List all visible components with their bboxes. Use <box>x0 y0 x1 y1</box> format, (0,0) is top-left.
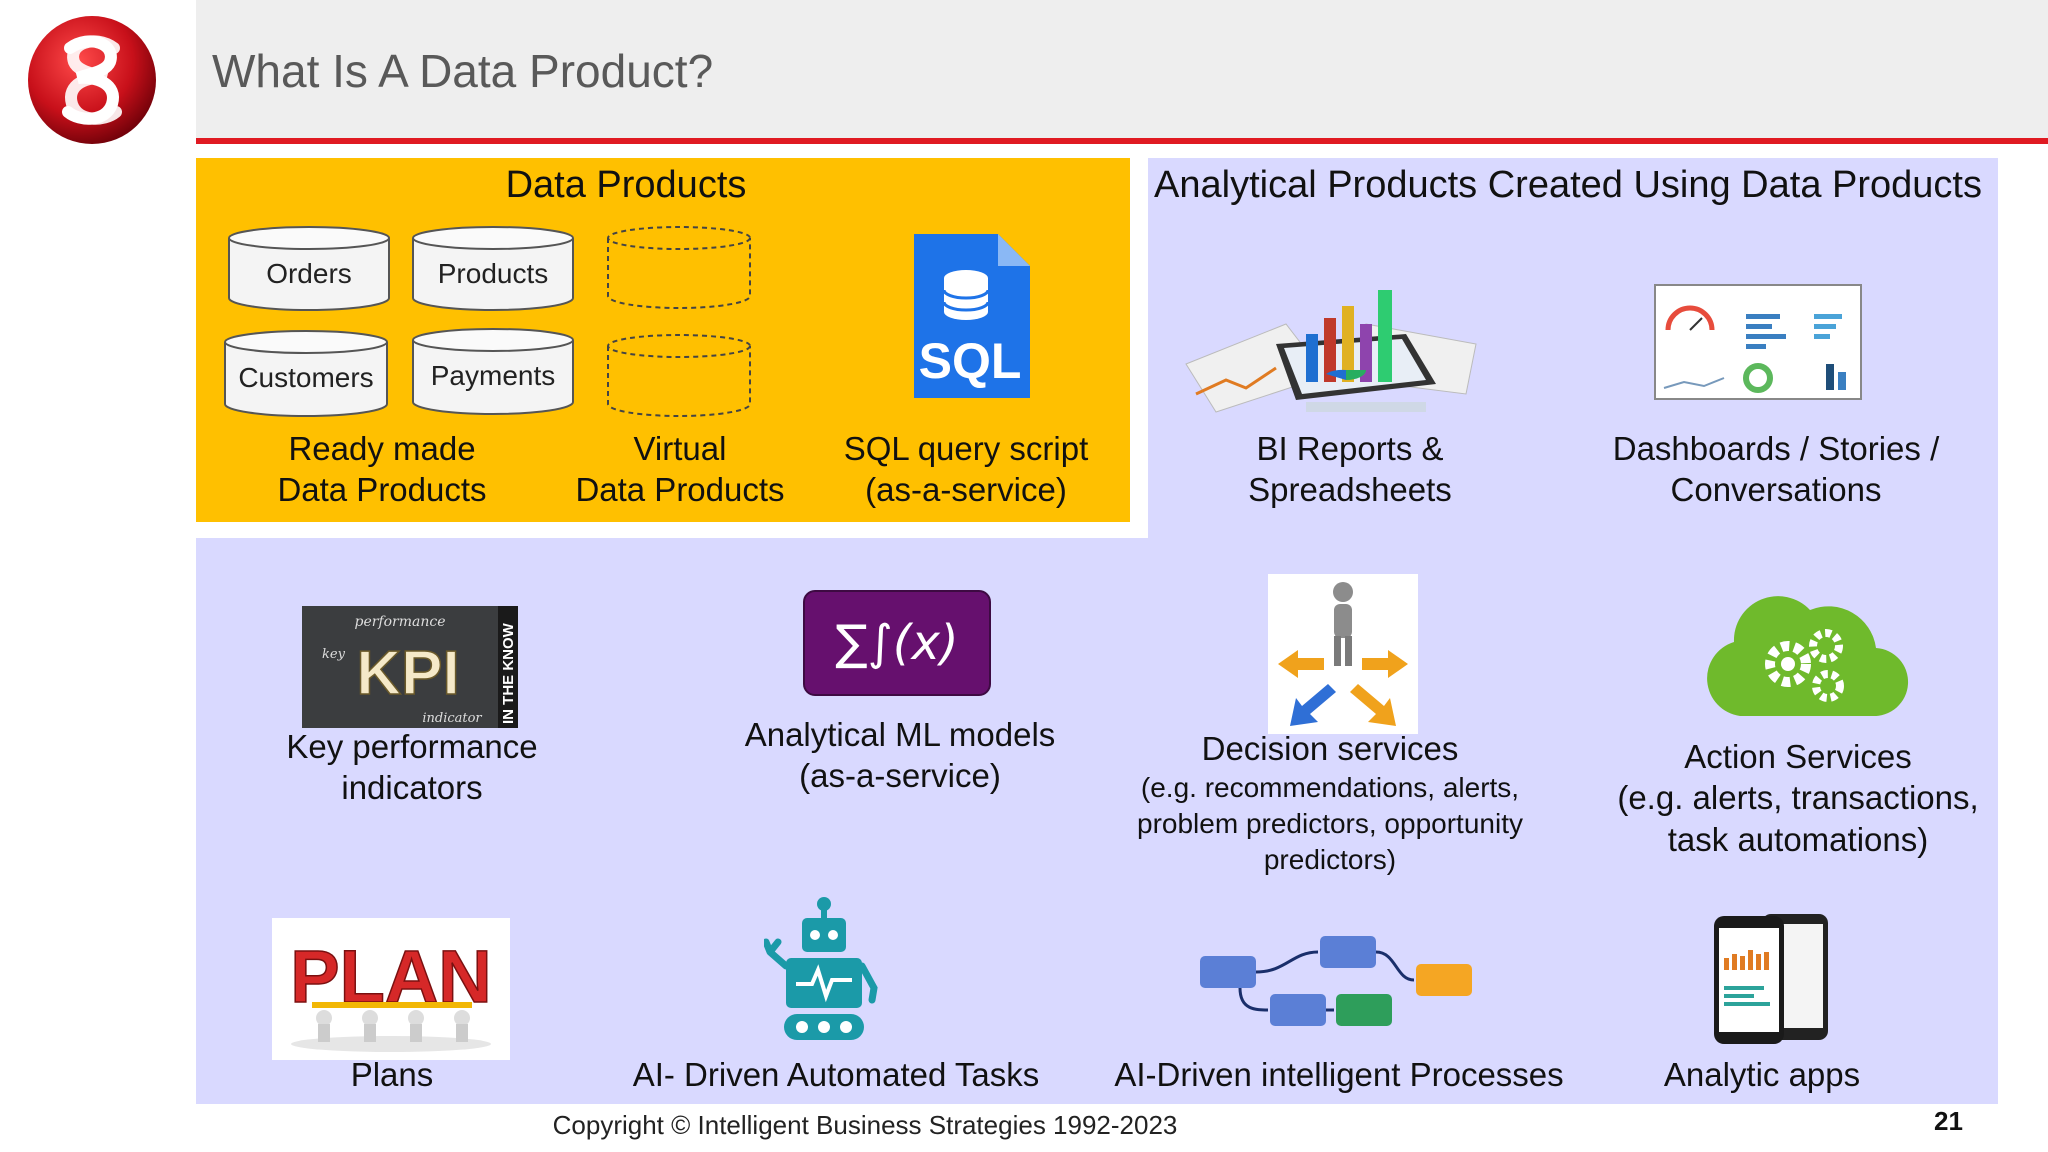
decision-caption: Decision services <box>1100 728 1560 769</box>
header-bar <box>196 0 2048 140</box>
action-line3: task automations) <box>1667 820 1929 858</box>
apps-caption: Analytic apps <box>1663 1056 1861 1093</box>
dashboards-line2: Conversations <box>1670 471 1882 509</box>
action-caption: Action Services (e.g. alerts, transactio… <box>1598 736 1998 860</box>
decision-line4: predictors) <box>1263 844 1397 875</box>
virtual-line2: Data Products <box>575 471 785 509</box>
decision-line3: problem predictors, opportunity <box>1137 808 1523 839</box>
page-number: 21 <box>1934 1106 1963 1136</box>
cylinder-label: Orders <box>266 258 352 289</box>
bi-line1: BI Reports & <box>1256 430 1444 467</box>
cylinder-payments: Payments <box>410 326 576 416</box>
dashboard-image <box>1654 284 1862 400</box>
svg-text:indicator: indicator <box>422 711 482 726</box>
cylinder-label: Payments <box>430 360 556 391</box>
virtual-line1: Virtual <box>633 430 727 467</box>
decision-line2: (e.g. recommendations, alerts, <box>1140 772 1520 803</box>
robot-icon <box>764 897 878 1040</box>
ml-line2: (as-a-service) <box>799 757 1001 795</box>
cylinder-label: Customers <box>238 362 374 393</box>
plans-caption: Plans <box>350 1056 434 1093</box>
kpi-image: performance key KPI indicator IN THE KNO… <box>302 606 518 728</box>
bi-line2: Spreadsheets <box>1248 471 1452 509</box>
ml-icon-text: ∑∫(x) <box>835 615 959 671</box>
svg-text:KPI: KPI <box>356 639 459 708</box>
kpi-line1: Key performance <box>286 728 538 765</box>
decision-line1: Decision services <box>1201 730 1459 767</box>
database-cylinder-icon <box>224 330 388 417</box>
sql-icon-text: SQL <box>919 333 1022 389</box>
data-products-heading: Data Products <box>505 164 747 206</box>
ml-caption: Analytical ML models (as-a-service) <box>720 714 1080 797</box>
svg-text:IN THE KNOW: IN THE KNOW <box>500 622 517 724</box>
action-line1: Action Services <box>1684 738 1912 775</box>
virtual-caption: Virtual Data Products <box>540 428 820 511</box>
ai-processes-caption: AI-Driven intelligent Processes <box>1114 1056 1564 1093</box>
decision-subcaption: (e.g. recommendations, alerts, problem p… <box>1100 770 1560 878</box>
virtual-cylinder-icon <box>607 226 751 309</box>
cylinder-products: Products <box>410 224 576 312</box>
ready-made-caption: Ready made Data Products <box>232 428 532 511</box>
ai-tasks-caption: AI- Driven Automated Tasks <box>632 1056 1040 1093</box>
cylinder-orders: Orders <box>226 224 392 312</box>
sql-line2: (as-a-service) <box>865 471 1067 509</box>
kpi-caption: Key performance indicators <box>252 726 572 809</box>
cylinder-customers: Customers <box>222 328 390 418</box>
bi-caption: BI Reports & Spreadsheets <box>1190 428 1510 511</box>
action-line2: (e.g. alerts, transactions, <box>1617 779 1979 817</box>
cloud-gears-icon <box>1707 596 1909 717</box>
sql-line1: SQL query script <box>843 430 1089 467</box>
svg-text:performance: performance <box>354 614 445 630</box>
process-flow-icon <box>1200 936 1472 1026</box>
ready-made-line1: Ready made <box>288 430 476 467</box>
ml-line1: Analytical ML models <box>744 716 1056 753</box>
mobile-app-icon <box>1714 914 1828 1044</box>
database-cylinder-icon <box>412 328 574 415</box>
copyright-footer: Copyright © Intelligent Business Strateg… <box>552 1110 1178 1140</box>
dashboards-line1: Dashboards / Stories / <box>1612 430 1940 467</box>
decision-person-icon <box>1268 574 1418 734</box>
header-divider <box>196 138 2048 144</box>
cylinder-label: Products <box>437 258 549 289</box>
database-cylinder-icon <box>228 226 390 311</box>
sql-file-icon: SQL <box>914 234 1030 398</box>
kpi-line2: indicators <box>341 769 483 807</box>
dashboards-caption: Dashboards / Stories / Conversations <box>1576 428 1976 511</box>
virtual-cylinder-icon <box>607 334 751 417</box>
company-logo <box>28 16 156 144</box>
plan-image: PLAN <box>272 918 510 1060</box>
bi-reports-image <box>1185 290 1477 413</box>
ready-made-line2: Data Products <box>277 471 487 509</box>
slide-title: What Is A Data Product? <box>212 45 714 97</box>
database-cylinder-icon <box>412 226 574 311</box>
analytical-heading: Analytical Products Created Using Data P… <box>1154 164 1982 206</box>
ml-function-icon: ∑∫(x) <box>803 590 991 696</box>
sql-caption: SQL query script (as-a-service) <box>816 428 1116 511</box>
svg-text:key: key <box>322 647 346 662</box>
